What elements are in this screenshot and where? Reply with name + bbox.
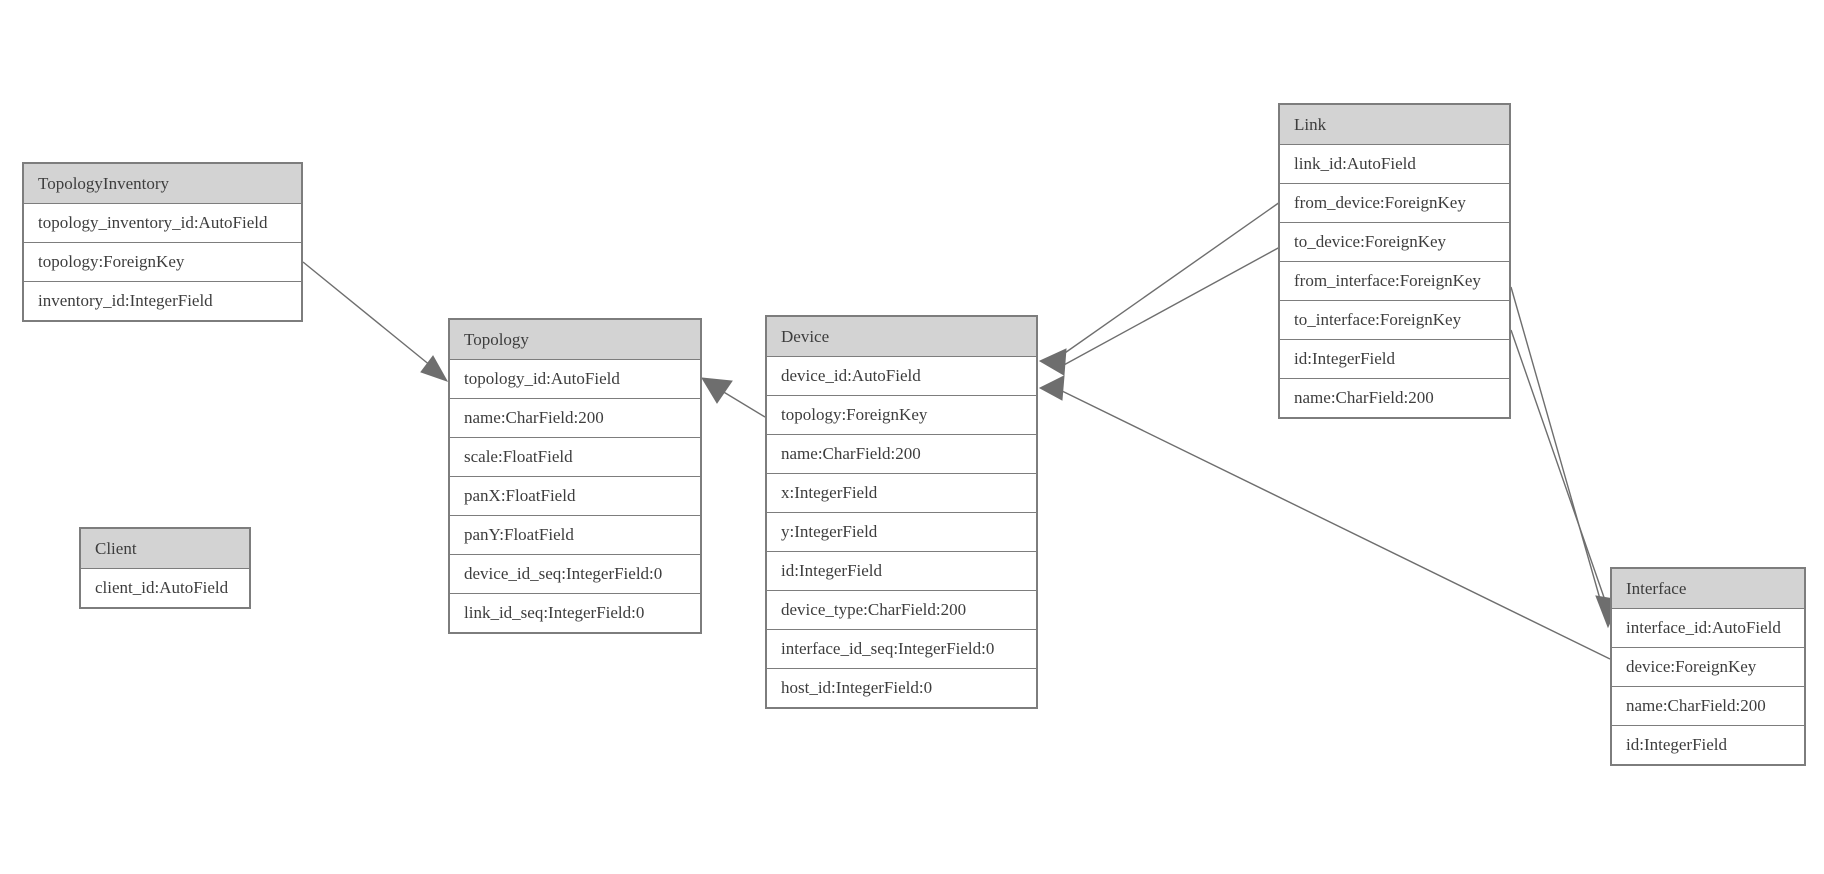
entity-field: scale:FloatField — [450, 438, 700, 477]
entity-field: inventory_id:IntegerField — [24, 282, 301, 320]
edge-topologyinventory-topology — [302, 261, 432, 367]
arrowhead-interface-device — [1038, 375, 1065, 401]
entity-field: topology_id:AutoField — [450, 360, 700, 399]
entity-link: Link link_id:AutoField from_device:Forei… — [1278, 103, 1511, 419]
entity-field: to_interface:ForeignKey — [1280, 301, 1509, 340]
entity-field: device_type:CharField:200 — [767, 591, 1036, 630]
entity-field: interface_id_seq:IntegerField:0 — [767, 630, 1036, 669]
entity-field: id:IntegerField — [1280, 340, 1509, 379]
arrowhead-device-topology — [701, 377, 733, 404]
entity-field: name:CharField:200 — [1612, 687, 1804, 726]
entity-topologyinventory: TopologyInventory topology_inventory_id:… — [22, 162, 303, 322]
entity-field: to_device:ForeignKey — [1280, 223, 1509, 262]
edge-link-frominterface-interface — [1510, 286, 1601, 600]
entity-topology-title: Topology — [450, 320, 700, 360]
entity-field: name:CharField:200 — [450, 399, 700, 438]
edge-link-fromdevice-device — [1061, 201, 1281, 356]
entity-client-title: Client — [81, 529, 249, 569]
arrowhead-link-device — [1038, 348, 1067, 376]
entity-field: device_id_seq:IntegerField:0 — [450, 555, 700, 594]
entity-field: interface_id:AutoField — [1612, 609, 1804, 648]
entity-field: name:CharField:200 — [767, 435, 1036, 474]
entity-field: host_id:IntegerField:0 — [767, 669, 1036, 707]
edge-link-tointerface-interface — [1510, 329, 1608, 607]
entity-field: device:ForeignKey — [1612, 648, 1804, 687]
entity-field: id:IntegerField — [1612, 726, 1804, 764]
entity-field: link_id_seq:IntegerField:0 — [450, 594, 700, 632]
entity-field: client_id:AutoField — [81, 569, 249, 607]
edge-link-todevice-device — [1061, 246, 1281, 367]
edge-device-topology — [721, 390, 766, 418]
entity-field: from_interface:ForeignKey — [1280, 262, 1509, 301]
entity-device: Device device_id:AutoField topology:Fore… — [765, 315, 1038, 709]
entity-topology: Topology topology_id:AutoField name:Char… — [448, 318, 702, 634]
arrowhead-topologyinventory-topology — [420, 355, 449, 382]
entity-topologyinventory-title: TopologyInventory — [24, 164, 301, 204]
entity-field: topology:ForeignKey — [767, 396, 1036, 435]
entity-client: Client client_id:AutoField — [79, 527, 251, 609]
entity-interface: Interface interface_id:AutoField device:… — [1610, 567, 1806, 766]
entity-field: x:IntegerField — [767, 474, 1036, 513]
entity-interface-title: Interface — [1612, 569, 1804, 609]
entity-link-title: Link — [1280, 105, 1509, 145]
edge-interface-device — [1059, 389, 1611, 660]
entity-field: id:IntegerField — [767, 552, 1036, 591]
entity-field: from_device:ForeignKey — [1280, 184, 1509, 223]
entity-field: name:CharField:200 — [1280, 379, 1509, 417]
entity-field: topology_inventory_id:AutoField — [24, 204, 301, 243]
entity-field: panY:FloatField — [450, 516, 700, 555]
entity-device-title: Device — [767, 317, 1036, 357]
entity-field: topology:ForeignKey — [24, 243, 301, 282]
entity-field: device_id:AutoField — [767, 357, 1036, 396]
entity-field: link_id:AutoField — [1280, 145, 1509, 184]
entity-field: y:IntegerField — [767, 513, 1036, 552]
entity-field: panX:FloatField — [450, 477, 700, 516]
